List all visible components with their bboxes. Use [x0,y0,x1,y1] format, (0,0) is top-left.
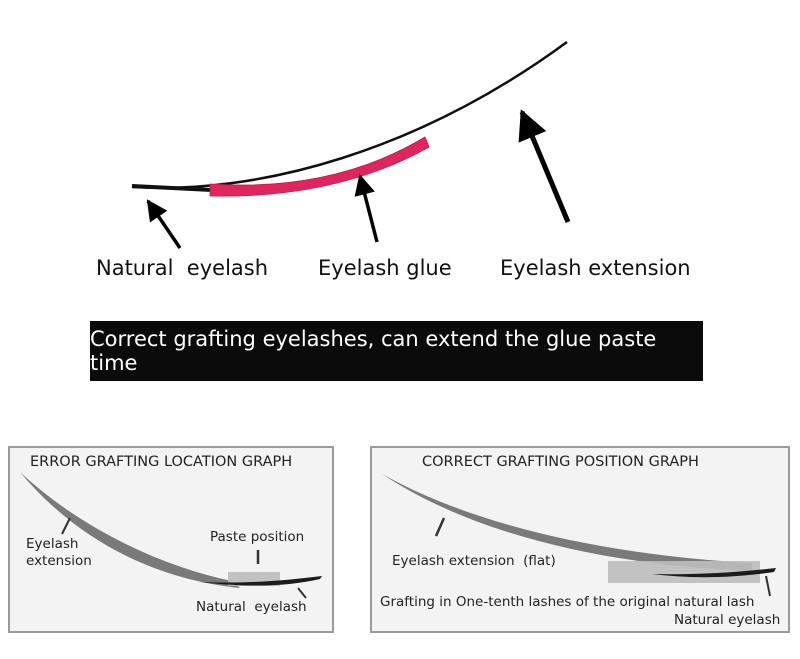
error-panel-title: ERROR GRAFTING LOCATION GRAPH [30,454,293,470]
eyelash-extension-curve [131,40,568,190]
banner: Correct grafting eyelashes, can extend t… [90,321,703,381]
eyelash-glue-label: Eyelash glue [318,256,452,280]
error-grafting-panel: ERROR GRAFTING LOCATION GRAPH Eyelash ex… [8,446,334,633]
banner-text: Correct grafting eyelashes, can extend t… [90,327,657,375]
correct-overlap-box [608,561,760,583]
correct-natural-label: Natural eyelash [674,612,781,628]
correct-natural-lash [652,568,776,578]
correct-natural-pointer [765,575,771,597]
correct-grafting-note: Grafting in One-tenth lashes of the orig… [380,594,755,610]
error-grafting-graph [20,472,322,599]
correct-panel-title: CORRECT GRAFTING POSITION GRAPH [422,454,699,470]
error-natural-pointer [297,587,307,599]
error-paste-label: Paste position [210,529,305,545]
error-extension-lash [20,472,240,588]
lash-diagram [131,40,571,249]
error-natural-lash [200,576,322,586]
eyelash-extension-label: Eyelash extension [500,256,691,280]
natural-eyelash-label: Natural eyelash [96,256,269,280]
error-extension-pointer [61,517,71,535]
eyelash-extension-arrow [518,109,571,223]
correct-grafting-panel: CORRECT GRAFTING POSITION GRAPH Eyelash … [370,446,790,633]
eyelash-glue-arrow [354,173,379,243]
error-natural-label: Natural eyelash [196,599,307,615]
correct-extension-pointer [434,517,446,537]
natural-eyelash-arrow [146,199,182,249]
eyelash-glue-band [209,136,430,197]
natural-eyelash-base [131,184,213,192]
error-extension-label: Eyelash extension [26,536,92,569]
correct-extension-label: Eyelash extension (flat) [392,553,556,569]
correct-grafting-graph [382,474,776,597]
